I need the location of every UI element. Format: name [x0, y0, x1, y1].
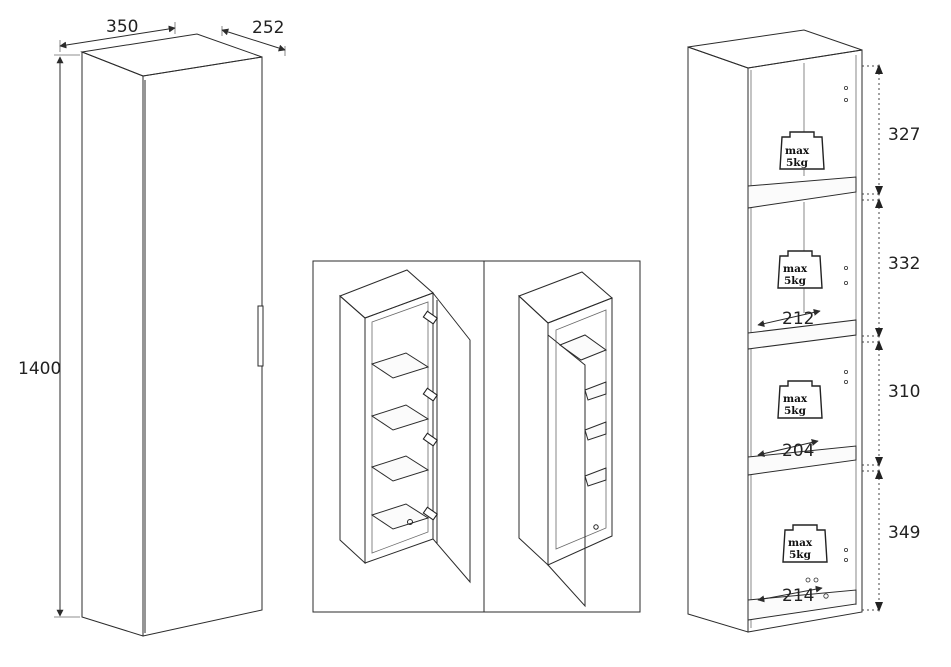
weight-icon	[777, 250, 823, 289]
max-load-badge: max 5kg	[782, 524, 828, 563]
perspective-panel	[312, 260, 641, 613]
max-load-badge: max 5kg	[777, 250, 823, 289]
height-label: 1400	[18, 359, 61, 379]
svg-text:max: max	[785, 145, 810, 157]
max-load-badge: max 5kg	[777, 380, 823, 419]
compartment-height-2: 332	[888, 254, 920, 274]
depth-dimension: 252	[221, 18, 286, 56]
side-open-view	[518, 271, 613, 608]
svg-text:5kg: 5kg	[789, 549, 812, 561]
compartment-height-3: 310	[888, 382, 920, 402]
hinge-icon	[422, 310, 438, 521]
weight-icon	[777, 380, 823, 419]
interior-view	[687, 29, 863, 633]
compartment-height-1: 327	[888, 125, 920, 145]
door-handle	[257, 305, 264, 367]
compartment-height-4: 349	[888, 523, 920, 543]
depth-label: 252	[252, 18, 284, 38]
svg-text:max: max	[783, 393, 808, 405]
height-dimension: 1400	[18, 54, 80, 618]
width-label: 350	[106, 17, 138, 37]
shelf-depth-dimension: 214	[757, 585, 823, 606]
shelf-depth-label-3: 214	[782, 586, 814, 606]
weight-icon	[782, 524, 828, 563]
open-cabinet-view	[339, 269, 471, 584]
svg-text:5kg: 5kg	[786, 157, 809, 169]
compartment-dimensions: 327 332 310 349	[862, 64, 920, 612]
shelf-depth-label-1: 212	[782, 309, 814, 329]
shelf-depth-label-2: 204	[782, 441, 814, 461]
closed-cabinet-view	[80, 33, 264, 637]
shelf-depth-dimension: 212	[757, 308, 821, 329]
svg-text:5kg: 5kg	[784, 275, 807, 287]
svg-text:max: max	[788, 537, 813, 549]
weight-icon	[779, 131, 825, 170]
width-dimension: 350	[59, 17, 176, 52]
max-load-badge: max 5kg	[779, 131, 825, 170]
shelf-depth-dimension: 204	[757, 439, 819, 461]
svg-text:max: max	[783, 263, 808, 275]
svg-text:5kg: 5kg	[784, 405, 807, 417]
